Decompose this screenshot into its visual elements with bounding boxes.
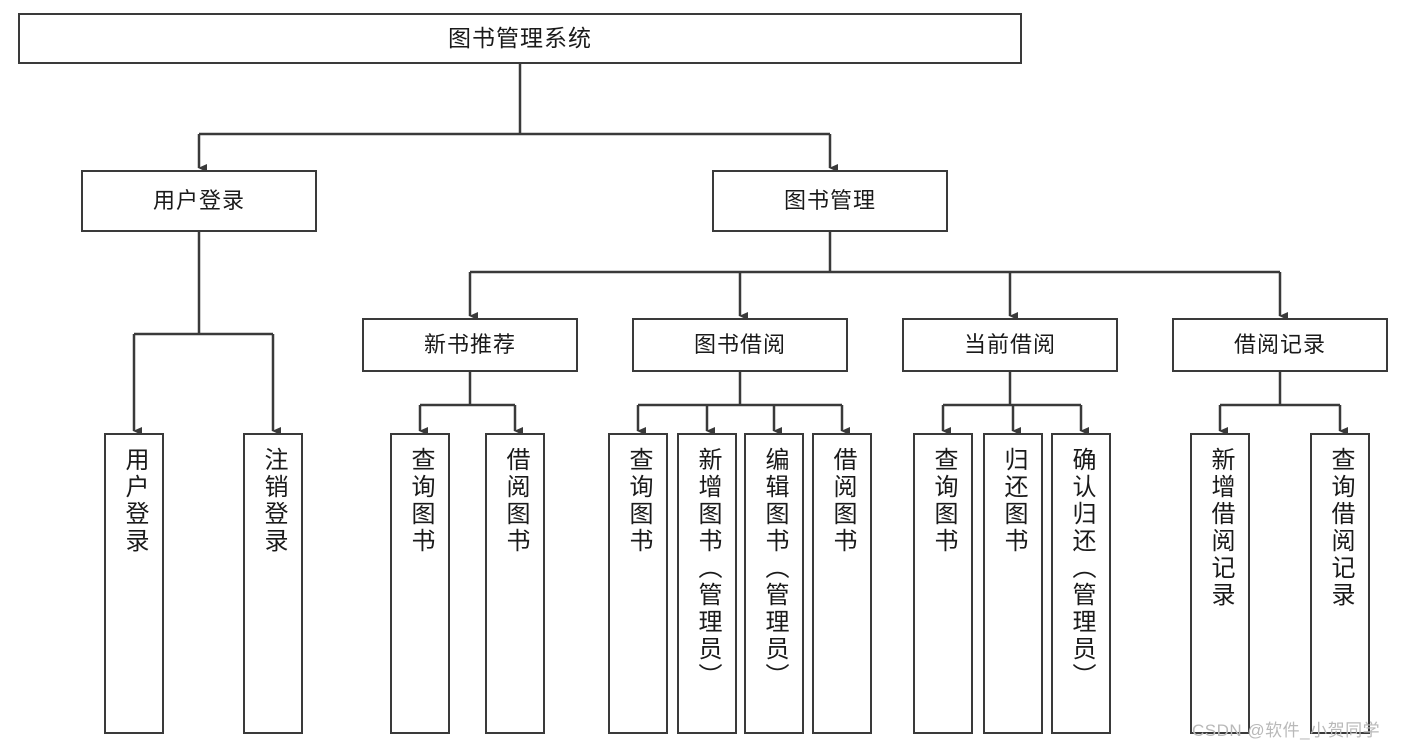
node-leaf-bb-query[interactable]: 查询图书 xyxy=(608,433,668,734)
node-borrow-record[interactable]: 借阅记录 xyxy=(1172,318,1388,372)
node-leaf-bb-add[interactable]: 新增图书（管理员） xyxy=(677,433,737,734)
node-label: 查询图书 xyxy=(407,447,434,555)
node-leaf-cb-confirm[interactable]: 确认归还（管理员） xyxy=(1051,433,1111,734)
node-leaf-cb-return[interactable]: 归还图书 xyxy=(983,433,1043,734)
node-label: 查询图书 xyxy=(625,447,652,555)
node-label: 归还图书 xyxy=(1000,447,1027,555)
node-label: 新书推荐 xyxy=(423,331,516,357)
node-label: 当前借阅 xyxy=(963,331,1056,357)
node-leaf-rec-query[interactable]: 查询图书 xyxy=(390,433,450,734)
node-label: 借阅记录 xyxy=(1233,331,1326,357)
node-current-borrow[interactable]: 当前借阅 xyxy=(902,318,1118,372)
node-book-borrow[interactable]: 图书借阅 xyxy=(632,318,848,372)
node-leaf-br-add[interactable]: 新增借阅记录 xyxy=(1190,433,1250,734)
node-label: 借阅图书 xyxy=(502,447,529,555)
node-label: 确认归还（管理员） xyxy=(1068,447,1095,690)
node-book-manage[interactable]: 图书管理 xyxy=(712,170,948,232)
node-leaf-user-login[interactable]: 用户登录 xyxy=(104,433,164,734)
node-leaf-cb-query[interactable]: 查询图书 xyxy=(913,433,973,734)
node-label: 图书借阅 xyxy=(693,331,786,357)
node-label: 用户登录 xyxy=(152,187,245,213)
node-label: 图书管理系统 xyxy=(448,24,592,51)
node-label: 新增图书（管理员） xyxy=(694,447,721,690)
node-leaf-bb-borrow[interactable]: 借阅图书 xyxy=(812,433,872,734)
edge-paths xyxy=(132,64,1348,435)
node-label: 查询图书 xyxy=(930,447,957,555)
node-leaf-br-query[interactable]: 查询借阅记录 xyxy=(1310,433,1370,734)
watermark-text: CSDN @软件_小贺同学 xyxy=(1192,721,1381,740)
node-leaf-rec-borrow[interactable]: 借阅图书 xyxy=(485,433,545,734)
node-label: 用户登录 xyxy=(121,447,148,555)
node-user-login[interactable]: 用户登录 xyxy=(81,170,317,232)
node-leaf-logout[interactable]: 注销登录 xyxy=(243,433,303,734)
node-label: 注销登录 xyxy=(260,447,287,555)
node-label: 新增借阅记录 xyxy=(1207,447,1234,609)
node-new-book-rec[interactable]: 新书推荐 xyxy=(362,318,578,372)
node-leaf-bb-edit[interactable]: 编辑图书（管理员） xyxy=(744,433,804,734)
node-label: 编辑图书（管理员） xyxy=(761,447,788,690)
node-label: 借阅图书 xyxy=(829,447,856,555)
node-label: 查询借阅记录 xyxy=(1327,447,1354,609)
node-label: 图书管理 xyxy=(783,187,876,213)
node-root[interactable]: 图书管理系统 xyxy=(18,13,1022,64)
